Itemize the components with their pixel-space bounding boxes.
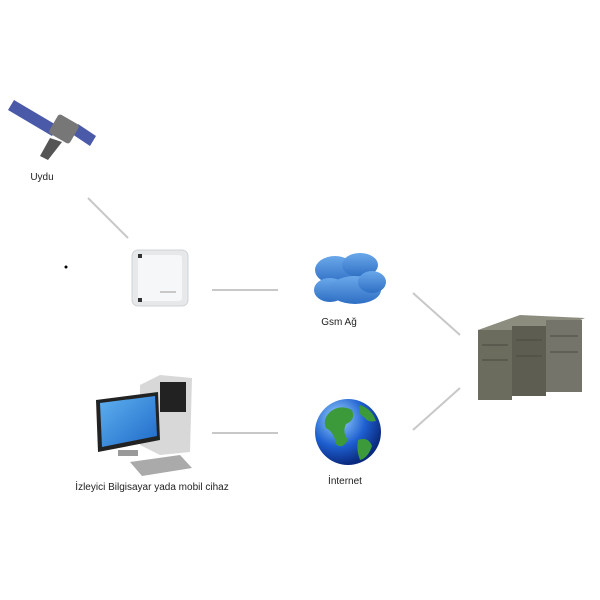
satellite-label: Uydu — [30, 172, 54, 183]
internet-label: İnternet — [328, 476, 362, 487]
globe-icon — [315, 399, 381, 465]
satellite-icon — [8, 100, 96, 160]
link-gsm-server — [412, 292, 461, 336]
server-rack-icon — [478, 315, 585, 400]
gps-tracker-device-icon — [131, 249, 189, 307]
link-satellite-tracker — [87, 197, 129, 239]
client-device-label: İzleyici Bilgisayar yada mobil cihaz — [75, 482, 229, 493]
dot — [64, 265, 68, 269]
gsm-network-label: Gsm Ağ — [321, 317, 357, 328]
connectors — [87, 197, 461, 434]
link-internet-server — [412, 387, 461, 431]
cloud-icon — [314, 253, 386, 304]
desktop-computer-icon — [96, 375, 192, 476]
